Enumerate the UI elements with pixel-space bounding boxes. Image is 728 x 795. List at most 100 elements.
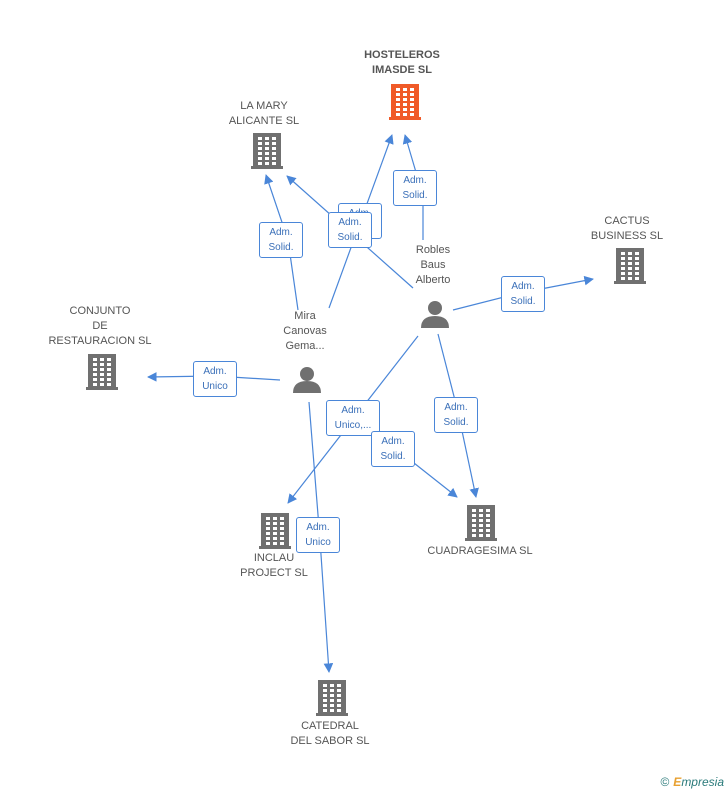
node-label-lamary[interactable]: LA MARY ALICANTE SL bbox=[214, 99, 314, 129]
node-label-line: HOSTELEROS bbox=[364, 49, 440, 61]
person-icon-robles[interactable] bbox=[421, 301, 449, 328]
node-label-catedral[interactable]: CATEDRAL DEL SABOR SL bbox=[280, 719, 380, 749]
edge-label-line: Adm. bbox=[403, 175, 427, 186]
building-window bbox=[272, 157, 276, 160]
building-window bbox=[272, 152, 276, 155]
building-window bbox=[258, 137, 262, 140]
building-window bbox=[472, 509, 476, 512]
node-label-robles[interactable]: Robles Baus Alberto bbox=[393, 243, 473, 288]
node-label-mira[interactable]: Mira Canovas Gema... bbox=[265, 309, 345, 354]
building-window bbox=[266, 527, 270, 530]
node-label-line: CONJUNTO bbox=[69, 305, 131, 317]
building-window bbox=[280, 542, 284, 545]
building-window bbox=[486, 514, 490, 517]
node-label-line: BUSINESS SL bbox=[590, 230, 664, 242]
building-window bbox=[403, 98, 407, 101]
building-window bbox=[479, 529, 483, 532]
edge-label-line: Adm. bbox=[306, 522, 330, 533]
building-window bbox=[396, 93, 400, 96]
building-window bbox=[266, 542, 270, 545]
building-window bbox=[93, 363, 97, 366]
building-window bbox=[93, 378, 97, 381]
edge-label-robles-cactus[interactable]: Adm. Solid. bbox=[501, 276, 545, 312]
building-window bbox=[396, 98, 400, 101]
edge-label-line: Solid. bbox=[402, 190, 428, 201]
building-window bbox=[107, 383, 111, 386]
building-window bbox=[486, 509, 490, 512]
building-window bbox=[628, 252, 632, 255]
building-window bbox=[479, 519, 483, 522]
node-label-inclau[interactable]: INCLAU PROJECT SL bbox=[224, 551, 324, 581]
building-window bbox=[410, 93, 414, 96]
building-window bbox=[403, 113, 407, 116]
building-window bbox=[396, 108, 400, 111]
edge-label-mira-cuadragesima[interactable]: Adm. Solid. bbox=[371, 431, 415, 467]
node-label-line: Alberto bbox=[415, 274, 451, 286]
building-window bbox=[486, 524, 490, 527]
building-window bbox=[265, 142, 269, 145]
building-window bbox=[93, 383, 97, 386]
edge-label-robles-inclau[interactable]: Adm. Unico,... bbox=[326, 400, 380, 436]
edge-label-mira-catedral[interactable]: Adm. Unico bbox=[296, 517, 340, 553]
building-window bbox=[100, 368, 104, 371]
building-window bbox=[396, 88, 400, 91]
building-window bbox=[621, 257, 625, 260]
building-window bbox=[472, 514, 476, 517]
building-window bbox=[479, 514, 483, 517]
node-label-line: Mira bbox=[294, 310, 316, 322]
building-window bbox=[258, 162, 262, 165]
node-label-line: Baus bbox=[420, 259, 446, 271]
building-window bbox=[272, 147, 276, 150]
building-window bbox=[410, 103, 414, 106]
building-window bbox=[337, 699, 341, 702]
node-label-cactus[interactable]: CACTUS BUSINESS SL bbox=[577, 214, 677, 244]
node-label-cuadragesima[interactable]: CUADRAGESIMA SL bbox=[420, 544, 540, 559]
building-window bbox=[330, 699, 334, 702]
building-window bbox=[486, 519, 490, 522]
node-label-conjunto[interactable]: CONJUNTO DE RESTAURACION SL bbox=[44, 304, 156, 349]
node-label-line: Gema... bbox=[285, 340, 325, 352]
building-window bbox=[272, 137, 276, 140]
empresia-logo: ©Empresia bbox=[660, 775, 724, 789]
edge-label-mira-conjunto[interactable]: Adm. Unico bbox=[193, 361, 237, 397]
building-window bbox=[337, 684, 341, 687]
building-window bbox=[273, 517, 277, 520]
edge-label-mira-hosteleros[interactable]: Adm. Solid. bbox=[328, 212, 372, 248]
building-window bbox=[265, 152, 269, 155]
building-window bbox=[621, 262, 625, 265]
edge-label-line: Unico bbox=[305, 537, 331, 548]
edge-label-robles-cuadragesima[interactable]: Adm. Solid. bbox=[434, 397, 478, 433]
edge-label-line: Solid. bbox=[443, 417, 469, 428]
building-window bbox=[280, 527, 284, 530]
person-icon-mira[interactable] bbox=[293, 367, 321, 393]
building-window bbox=[635, 267, 639, 270]
building-window bbox=[472, 534, 476, 537]
building-window bbox=[100, 373, 104, 376]
node-label-line: PROJECT SL bbox=[240, 567, 308, 579]
node-label-hosteleros[interactable]: HOSTELEROS IMASDE SL bbox=[352, 48, 452, 78]
building-window bbox=[330, 684, 334, 687]
building-window bbox=[479, 509, 483, 512]
edge-label-robles-hosteleros[interactable]: Adm. Solid. bbox=[393, 170, 437, 206]
building-window bbox=[635, 272, 639, 275]
building-window bbox=[410, 108, 414, 111]
edge-label-mira-lamary[interactable]: Adm. Solid. bbox=[259, 222, 303, 258]
building-window bbox=[323, 684, 327, 687]
node-label-line: DEL SABOR SL bbox=[290, 735, 370, 747]
node-label-line: RESTAURACION SL bbox=[48, 335, 152, 347]
building-window bbox=[265, 157, 269, 160]
building-window bbox=[396, 103, 400, 106]
building-window bbox=[472, 519, 476, 522]
building-window bbox=[396, 113, 400, 116]
building-window bbox=[265, 162, 269, 165]
building-window bbox=[330, 694, 334, 697]
building-window bbox=[100, 363, 104, 366]
building-window bbox=[93, 373, 97, 376]
building-window bbox=[273, 542, 277, 545]
building-window bbox=[621, 267, 625, 270]
building-window bbox=[403, 108, 407, 111]
node-label-line: Canovas bbox=[283, 325, 327, 337]
building-window bbox=[258, 152, 262, 155]
building-window bbox=[93, 368, 97, 371]
building-window bbox=[266, 522, 270, 525]
